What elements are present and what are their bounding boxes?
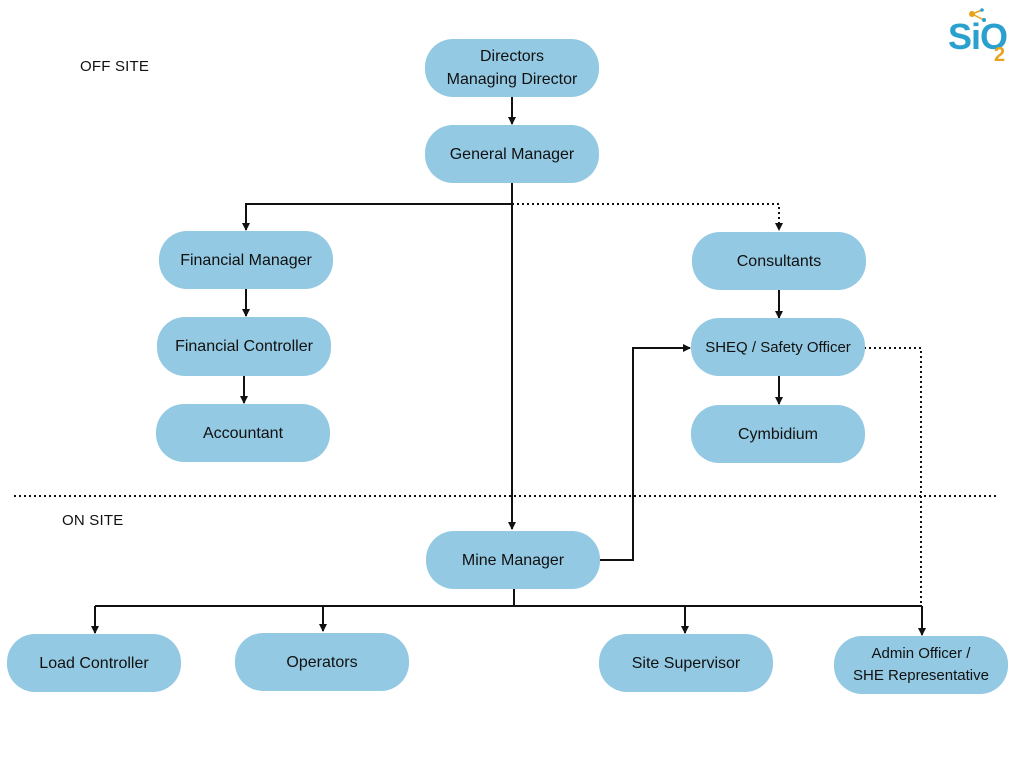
node-mine-manager-label: Mine Manager xyxy=(461,551,565,569)
node-sheq-label: SHEQ / Safety Officer xyxy=(705,338,851,356)
sio2-logo: SiO 2 xyxy=(944,6,1020,72)
node-general-manager-label: General Manager xyxy=(449,145,575,163)
connector-gm-financial-manager xyxy=(242,203,512,231)
node-load-controller[interactable]: Load Controller xyxy=(7,634,181,692)
node-mine-manager[interactable]: Mine Manager xyxy=(426,531,600,589)
node-accountant[interactable]: Accountant xyxy=(156,404,330,462)
logo-subscript: 2 xyxy=(994,44,1006,66)
node-financial-controller-label: Financial Controller xyxy=(175,338,313,355)
node-consultants-label: Consultants xyxy=(736,252,822,270)
node-sheq-safety-officer[interactable]: SHEQ / Safety Officer xyxy=(691,318,865,376)
node-general-manager[interactable]: General Manager xyxy=(425,125,599,183)
off-site-label: OFF SITE xyxy=(80,58,150,75)
node-cymbidium[interactable]: Cymbidium xyxy=(691,405,865,463)
node-financial-manager[interactable]: Financial Manager xyxy=(159,231,333,289)
node-admin-officer-line2: SHE Representative xyxy=(853,667,989,684)
node-financial-controller[interactable]: Financial Controller xyxy=(157,317,331,376)
on-site-label: ON SITE xyxy=(62,512,124,529)
node-operators[interactable]: Operators xyxy=(235,633,409,691)
logo-spark-icon xyxy=(969,8,986,22)
node-admin-officer[interactable]: Admin Officer / SHE Representative xyxy=(834,636,1008,694)
node-directors-line2: Managing Director xyxy=(446,71,578,88)
node-load-controller-label: Load Controller xyxy=(39,654,149,672)
node-admin-officer-line1: Admin Officer / xyxy=(871,645,971,662)
node-site-supervisor-label: Site Supervisor xyxy=(631,654,741,672)
node-operators-label: Operators xyxy=(286,653,358,671)
node-cymbidium-label: Cymbidium xyxy=(737,425,818,443)
node-financial-manager-label: Financial Manager xyxy=(180,251,312,269)
logo-text: SiO xyxy=(948,16,1008,57)
node-consultants[interactable]: Consultants xyxy=(692,232,866,290)
node-directors[interactable]: Directors Managing Director xyxy=(425,39,599,97)
node-site-supervisor[interactable]: Site Supervisor xyxy=(599,634,773,692)
node-accountant-label: Accountant xyxy=(202,424,284,442)
node-directors-line1: Directors xyxy=(479,48,544,65)
connector-mine-manager-sheq xyxy=(600,344,691,561)
connector-gm-consultants xyxy=(512,203,783,231)
connector-sheq-admin xyxy=(864,347,922,606)
